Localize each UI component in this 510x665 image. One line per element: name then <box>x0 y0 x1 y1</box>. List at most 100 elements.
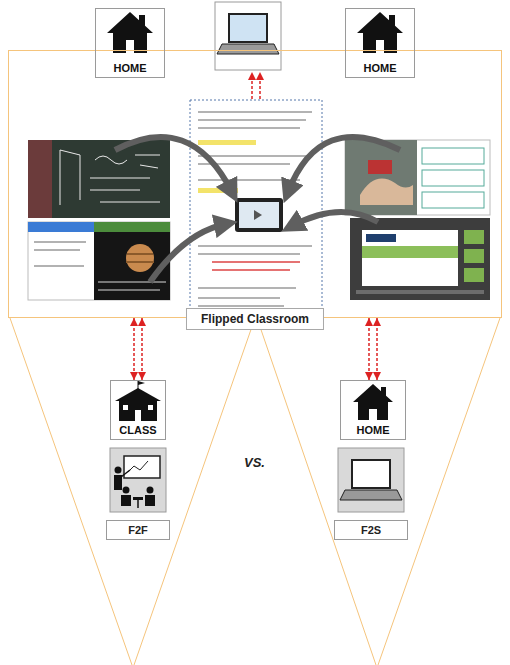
house-shape <box>107 12 153 53</box>
node-text: HOME <box>357 424 390 436</box>
thumbnails <box>464 230 484 282</box>
laptop-base <box>340 490 402 500</box>
door <box>135 410 141 421</box>
laptop-icon <box>215 2 281 70</box>
tablet <box>235 198 283 232</box>
double-dashed-arrow <box>130 318 146 380</box>
dashed-line <box>368 318 370 380</box>
screenshot-jupiter <box>28 222 170 300</box>
curved-arrow <box>150 224 226 282</box>
curved-arrow <box>288 137 400 192</box>
house-icon <box>353 384 393 420</box>
door <box>376 40 384 53</box>
icon-frame <box>110 448 166 512</box>
progress-bar <box>356 290 484 294</box>
play-icon <box>254 210 262 220</box>
dashed-line <box>141 318 143 380</box>
icon-box: HOME <box>345 8 415 78</box>
chalk-writing <box>60 150 160 205</box>
screen <box>345 140 490 215</box>
table <box>133 497 143 500</box>
node-text: HOME <box>364 62 397 74</box>
arrow-head <box>373 318 381 326</box>
board-chart <box>128 461 148 472</box>
teacher-body <box>114 475 122 490</box>
node-text: F2S <box>361 524 381 536</box>
arrow-head <box>365 318 373 326</box>
house-shape <box>357 12 403 53</box>
dashed-line <box>376 318 378 380</box>
house-icon <box>107 12 153 53</box>
pointer <box>121 470 130 477</box>
funnel-lines <box>10 318 500 665</box>
flag <box>138 381 145 385</box>
student-head <box>147 487 154 494</box>
screenshot-document <box>190 100 322 315</box>
arrow-head <box>248 72 256 80</box>
slide-banner <box>362 246 458 258</box>
dashed-line <box>133 318 135 380</box>
object <box>368 160 392 174</box>
screen <box>28 140 170 218</box>
planet-bands <box>126 254 154 262</box>
arrow-head <box>130 372 138 380</box>
arrow-head <box>373 372 381 380</box>
question-boxes <box>422 148 484 208</box>
icon-box: CLASS <box>110 380 166 440</box>
node-text: HOME <box>114 62 147 74</box>
arrow-head <box>138 372 146 380</box>
planet <box>126 244 154 272</box>
curved-arrow <box>115 137 232 192</box>
node-text: Flipped Classroom <box>186 308 324 330</box>
text-lines <box>198 112 312 306</box>
slide <box>362 230 458 286</box>
door <box>369 409 377 420</box>
house-icon <box>357 12 403 53</box>
funnel-line <box>134 318 255 665</box>
teacher-head <box>115 467 122 474</box>
curved-arrow <box>292 212 378 226</box>
icon-box: HOME <box>95 8 165 78</box>
arrow-head <box>130 318 138 326</box>
document <box>190 100 322 315</box>
flipped-frame: Flipped Classroom <box>8 50 502 318</box>
screenshot-video <box>345 140 490 215</box>
node-text: F2F <box>128 524 148 536</box>
versus-label: VS. <box>244 455 265 470</box>
laptop-screen <box>352 460 390 488</box>
screenshot-blackboard <box>28 140 170 218</box>
icon-frame <box>338 448 404 512</box>
mode-label: F2S <box>334 520 408 540</box>
window <box>148 405 153 410</box>
mode-label: F2F <box>106 520 170 540</box>
curved-arrows <box>115 137 400 282</box>
icon-frame <box>215 2 281 70</box>
student-head <box>123 487 130 494</box>
table-leg <box>137 500 139 508</box>
door <box>126 40 134 53</box>
screen-edge <box>28 140 52 218</box>
window <box>123 405 128 410</box>
laptop-icon <box>338 448 404 512</box>
arrow-head <box>256 72 264 80</box>
screen-header <box>28 222 94 232</box>
arrow-head <box>365 372 373 380</box>
board <box>124 456 160 478</box>
school-icon <box>115 380 161 421</box>
house-shape <box>353 384 393 420</box>
slide-logo <box>366 234 396 242</box>
node-text: CLASS <box>119 424 156 436</box>
laptop-screen <box>229 14 267 42</box>
arrow-head <box>138 318 146 326</box>
screenshot-slides <box>350 218 490 300</box>
screen-dark <box>94 222 170 300</box>
text-lines <box>34 242 166 290</box>
highlight <box>198 140 256 145</box>
red-text-lines <box>212 262 300 270</box>
screen <box>28 222 170 300</box>
hands <box>360 179 413 205</box>
tablet-screen <box>239 202 279 228</box>
